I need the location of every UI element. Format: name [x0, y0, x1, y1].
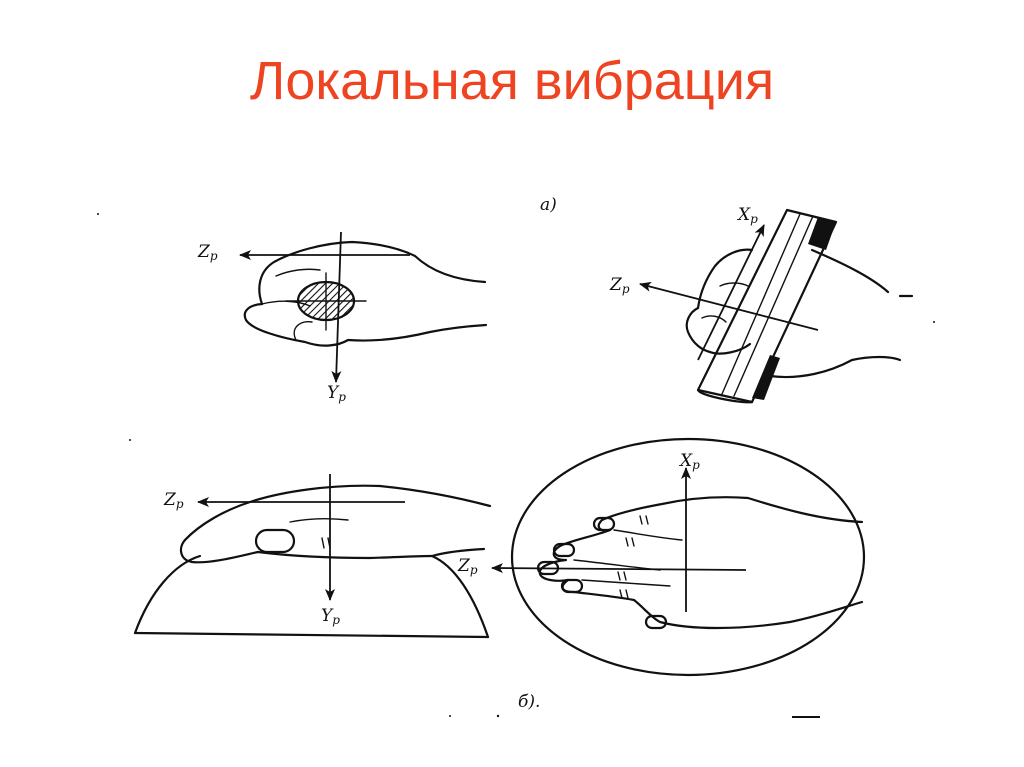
figure-b-left-dome-surface [133, 554, 490, 639]
figure-b-left-axes [197, 474, 405, 601]
figure-b-left-hand [179, 484, 492, 564]
figure-a-right-axes [639, 224, 819, 361]
axis-x-arrow [697, 224, 765, 361]
figure-a-caption: а) [540, 195, 557, 215]
axis-z-arrow [491, 563, 747, 574]
axis-y-arrow [331, 231, 342, 383]
figure-b-right-label-z: Zр [457, 556, 478, 577]
figure-a-right-label-x: Xр [736, 205, 758, 226]
figure-b-right-label-x: Xр [678, 451, 700, 472]
thumb-nail [254, 528, 296, 554]
index-fingernail [592, 516, 616, 532]
figure-a-left-axes [239, 231, 410, 383]
middle-fingernail [552, 542, 576, 558]
figure-a-left-gripping-hand [243, 240, 488, 347]
figure-b-left-label-y: Yр [321, 606, 340, 627]
figure-b-caption: б). [518, 692, 540, 712]
thumb-nail [644, 614, 668, 630]
slide-title: Локальная вибрация [249, 51, 775, 111]
figure-a-right-cylinder [696, 208, 838, 404]
scan-specks [97, 213, 935, 718]
figure-a-left-label-z: Zр [197, 242, 218, 263]
figure-b-left-label-z: Zр [163, 490, 184, 511]
figure-b-right-axes [491, 467, 747, 612]
figure-b-right-palm [536, 496, 864, 630]
figure-a-left-label-y: Yр [327, 383, 346, 404]
little-fingernail [560, 578, 584, 594]
axis-z-arrow [639, 281, 819, 331]
figure-b-right-ellipse-surface [510, 437, 866, 677]
figure-a-right-label-z: Zр [609, 275, 630, 296]
